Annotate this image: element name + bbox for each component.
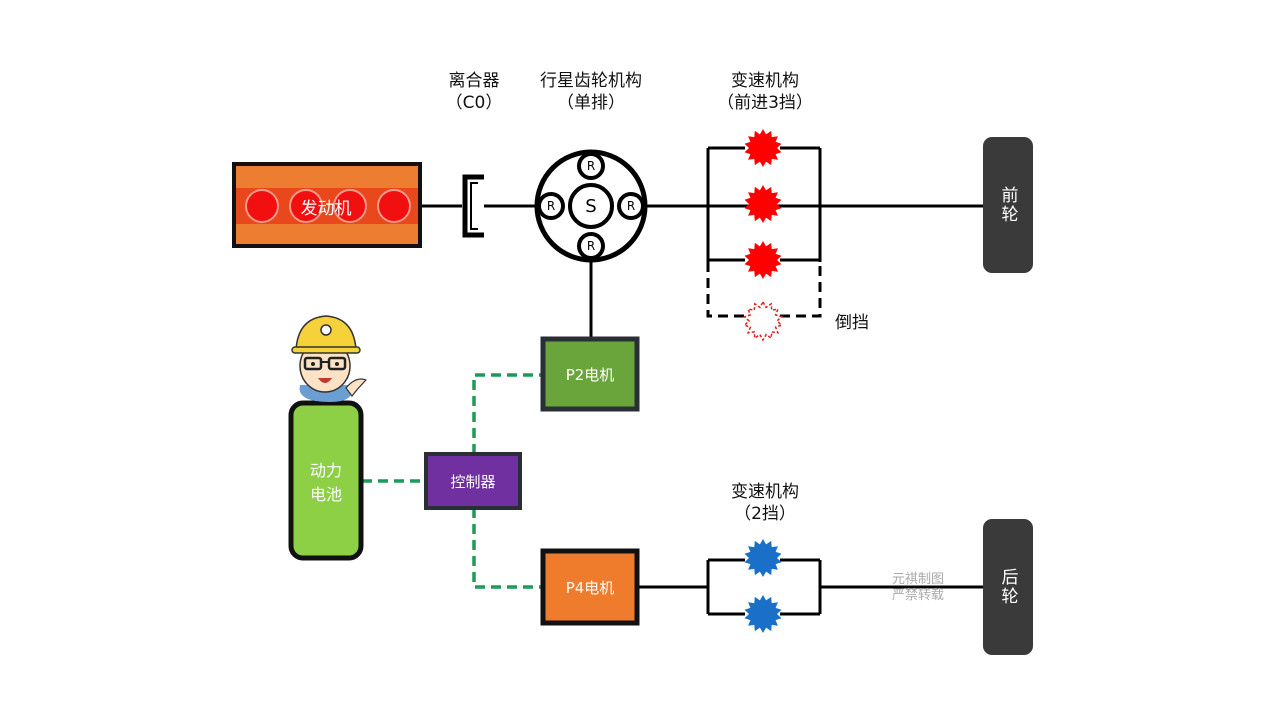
engine-cylinder — [289, 189, 323, 223]
sun-gear-label: S — [585, 195, 597, 217]
forward-gear-1 — [744, 129, 782, 167]
engine — [232, 162, 422, 248]
rear-wheel — [983, 519, 1033, 655]
rear-gear-1 — [744, 539, 782, 577]
engine-cylinder — [377, 189, 411, 223]
engineer-mascot-icon — [291, 315, 368, 402]
battery-label-line2: 电池 — [309, 485, 342, 504]
front-wheel-label: 前轮 — [997, 186, 1018, 224]
power-battery — [288, 400, 364, 561]
hv-wiring — [362, 373, 543, 589]
front-wheel — [983, 137, 1033, 273]
watermark-line2: 严禁转载 — [892, 588, 945, 603]
forward-gear-3 — [744, 241, 782, 279]
clutch-c0 — [462, 174, 484, 238]
planetary-label: 行星齿轮机构 — [540, 71, 642, 91]
ring-gear-node — [577, 232, 605, 260]
rear-wheel-label: 后轮 — [997, 568, 1018, 606]
p2-motor — [540, 336, 640, 412]
rear-gear-2 — [744, 595, 782, 633]
front-trans-label: 变速机构 — [731, 71, 799, 91]
ring-label-left: R — [546, 199, 556, 213]
reverse-label: 倒挡 — [835, 313, 869, 333]
engine-cylinder — [333, 189, 367, 223]
clutch-sublabel: （C0） — [445, 93, 503, 113]
front-transmission — [706, 146, 822, 318]
watermark-line1: 元祺制图 — [892, 572, 945, 587]
rear-gears — [744, 539, 782, 633]
battery-label-line1: 动力 — [309, 461, 342, 480]
reverse-gear — [743, 300, 783, 342]
forward-gear-2 — [744, 185, 782, 223]
rear-transmission — [706, 558, 822, 616]
ring-label-bottom: R — [586, 239, 596, 253]
ring-gear-node — [537, 192, 565, 220]
reverse-path — [706, 262, 822, 318]
engine-cylinder — [245, 189, 279, 223]
front-trans-sublabel: （前进3挡） — [717, 93, 813, 113]
p4-motor-label: P4电机 — [565, 578, 615, 597]
p4-motor — [540, 548, 640, 626]
clutch-label: 离合器 — [448, 71, 500, 91]
hv-line-controller-p4 — [472, 508, 543, 589]
front-gears — [743, 129, 783, 342]
ring-gear-node — [577, 152, 605, 180]
sun-gear — [568, 183, 614, 229]
engine-label: 发动机 — [300, 198, 352, 219]
ring-gear-node — [617, 192, 645, 220]
controller — [424, 452, 522, 510]
planetary-gear — [534, 149, 648, 263]
ring-label-right: R — [626, 199, 636, 213]
ring-label-top: R — [586, 159, 596, 173]
rear-trans-label: 变速机构 — [731, 482, 799, 502]
rear-trans-sublabel: （2挡） — [734, 504, 796, 524]
controller-label: 控制器 — [450, 472, 496, 491]
p2-motor-label: P2电机 — [565, 365, 615, 384]
hv-line-controller-p2 — [472, 373, 543, 454]
planetary-sublabel: （单排） — [557, 93, 625, 113]
